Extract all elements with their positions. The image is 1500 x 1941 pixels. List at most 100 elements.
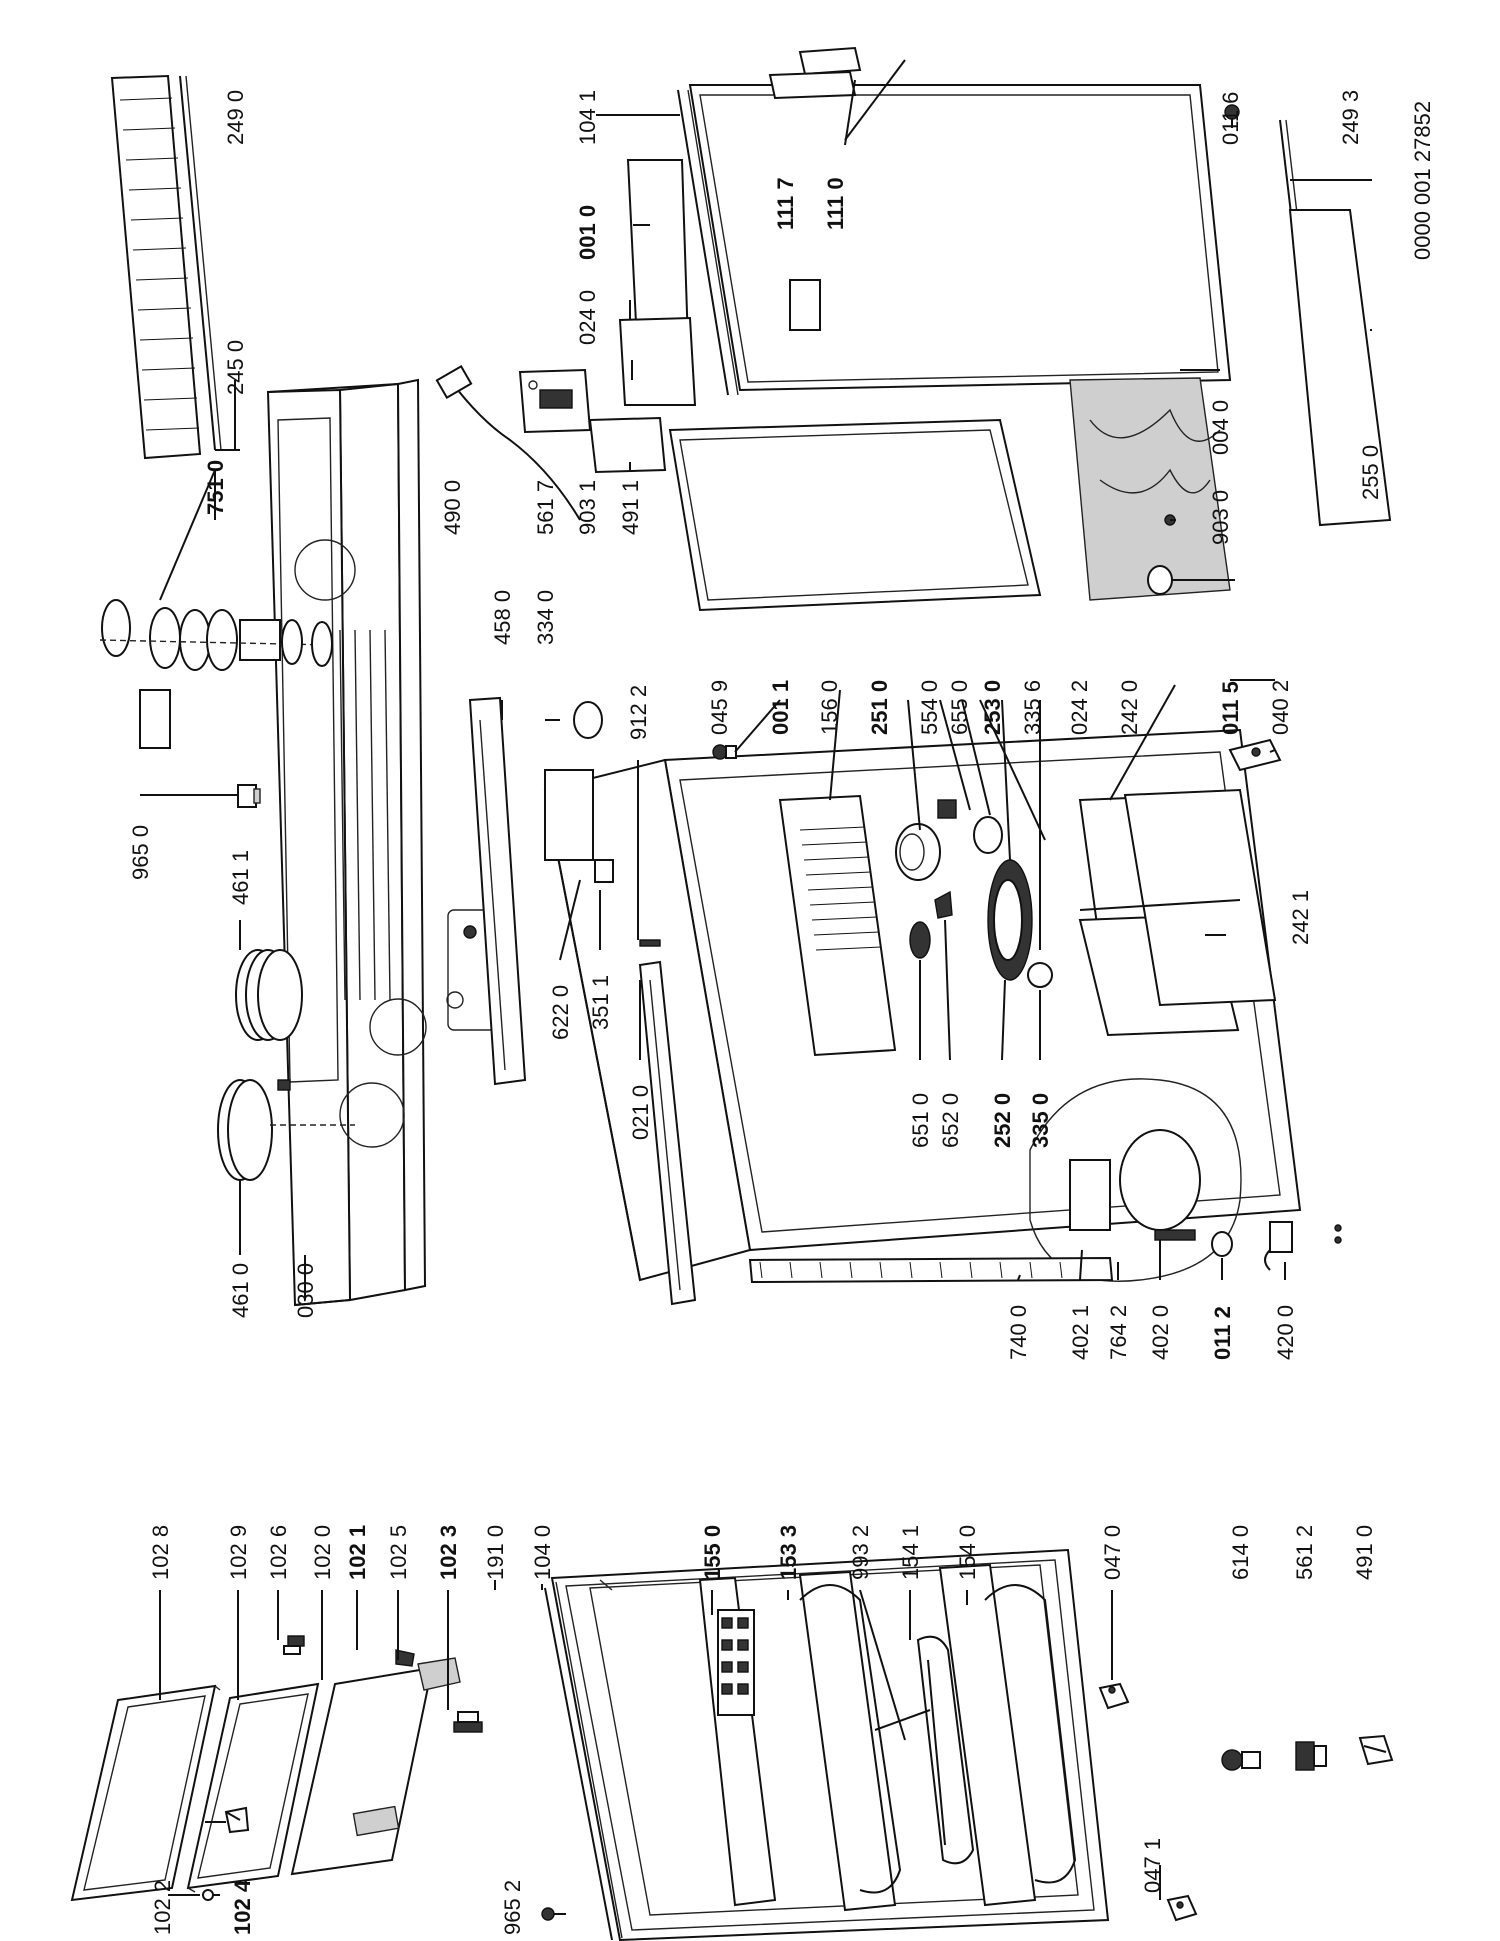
label-1024: 102 4 bbox=[230, 1879, 255, 1935]
label-0459: 045 9 bbox=[707, 680, 732, 735]
label-6520: 652 0 bbox=[938, 1093, 963, 1148]
condenser-7400 bbox=[748, 1256, 1114, 1284]
label-0242: 024 2 bbox=[1067, 680, 1092, 735]
hotplate-knob-4610 bbox=[217, 1079, 291, 1181]
hinge-bracket-0240 bbox=[618, 159, 697, 406]
part-3350 bbox=[1027, 962, 1053, 988]
worktop-hob-030 bbox=[266, 378, 499, 1307]
label-4020: 402 0 bbox=[1148, 1305, 1173, 1360]
door-gasket-frame bbox=[70, 1684, 221, 1902]
cover-4911 bbox=[588, 416, 667, 474]
label-1025: 102 5 bbox=[386, 1525, 411, 1580]
label-0470: 047 0 bbox=[1100, 1525, 1125, 1580]
label-9650: 965 0 bbox=[128, 825, 153, 880]
label-6140: 614 0 bbox=[1228, 1525, 1253, 1580]
handle-bar-0210 bbox=[638, 960, 697, 1306]
freezer-door-panel bbox=[290, 1666, 434, 1876]
label-4580: 458 0 bbox=[490, 590, 515, 645]
thermostat-control-3340 bbox=[544, 701, 603, 861]
hinge-clip-1026 bbox=[283, 1635, 305, 1655]
label-0112: 011 2 bbox=[1210, 1306, 1235, 1360]
label-1560: 156 0 bbox=[817, 680, 842, 735]
thermostat-6220 bbox=[594, 859, 614, 883]
catch-1021 bbox=[395, 1649, 415, 1667]
plug-0459 bbox=[712, 744, 737, 760]
foot-0471 bbox=[1166, 1894, 1198, 1922]
label-1041: 104 1 bbox=[575, 90, 600, 145]
label-1040: 104 0 bbox=[530, 1525, 555, 1580]
label-1029: 102 9 bbox=[226, 1525, 251, 1580]
relay-5612 bbox=[1295, 1741, 1327, 1771]
cabinet-shell-0011 bbox=[668, 418, 1042, 612]
label-5617: 561 7 bbox=[533, 480, 558, 535]
label-3511: 351 1 bbox=[588, 975, 613, 1030]
label-6550: 655 0 bbox=[947, 680, 972, 735]
label-plate-1025 bbox=[417, 1657, 461, 1691]
label-2421: 242 1 bbox=[1288, 890, 1313, 945]
thermostat-housing-2520 bbox=[987, 859, 1033, 981]
lamp-6550 bbox=[973, 816, 1003, 854]
knob-2510 bbox=[895, 823, 941, 881]
label-4021: 402 1 bbox=[1068, 1305, 1093, 1360]
capacitor-4200 bbox=[1264, 1221, 1293, 1271]
latch-1023 bbox=[453, 1711, 483, 1733]
part-6510 bbox=[909, 921, 931, 959]
label-9122: 912 2 bbox=[626, 685, 651, 740]
part-labels: 102 8 102 9 102 6 102 0 102 1 102 5 102 … bbox=[128, 90, 1435, 1935]
label-1910: 191 0 bbox=[483, 1525, 508, 1580]
label-1026: 102 6 bbox=[266, 1525, 291, 1580]
label-9031: 903 1 bbox=[575, 480, 600, 535]
evaporator-1560 bbox=[778, 794, 897, 1057]
label-9932: 993 2 bbox=[848, 1525, 873, 1580]
label-0300: 030 0 bbox=[293, 1263, 318, 1318]
label-4911: 491 1 bbox=[618, 480, 643, 535]
screw-9652-icon bbox=[541, 1907, 566, 1921]
label-3350: 335 0 bbox=[1028, 1093, 1053, 1148]
label-0402: 040 2 bbox=[1268, 680, 1293, 735]
label-2520: 252 0 bbox=[990, 1093, 1015, 1148]
label-0115: 011 5 bbox=[1218, 681, 1243, 735]
connector-block-5617 bbox=[518, 368, 592, 434]
freezer-door-0010 bbox=[688, 84, 1232, 392]
part-6520 bbox=[934, 890, 953, 919]
label-0240: 024 0 bbox=[575, 290, 600, 345]
label-6220: 622 0 bbox=[548, 985, 573, 1040]
label-4200: 420 0 bbox=[1273, 1305, 1298, 1360]
bracket-1024 bbox=[224, 1806, 250, 1834]
wire-shelf-2450 bbox=[110, 74, 202, 460]
label-4900: 490 0 bbox=[440, 480, 465, 535]
label-6510: 651 0 bbox=[908, 1093, 933, 1148]
label-4610: 461 0 bbox=[228, 1263, 253, 1318]
foot-0115 bbox=[1147, 565, 1173, 595]
shelf-trim-2490 bbox=[179, 75, 216, 451]
main-fridge-door bbox=[544, 1548, 1110, 1941]
hotplate-knob-4611 bbox=[235, 949, 303, 1041]
thermostat-6140 bbox=[1221, 1749, 1261, 1771]
cabinet-body bbox=[543, 728, 1302, 1284]
mains-cable-4900 bbox=[435, 364, 581, 521]
label-4611: 461 1 bbox=[228, 850, 253, 905]
label-1022: 102 2 bbox=[150, 1880, 175, 1935]
label-9652: 965 2 bbox=[500, 1880, 525, 1935]
plug-9650 bbox=[237, 784, 261, 808]
label-0116: 011 6 bbox=[1218, 92, 1243, 145]
label-7642: 764 2 bbox=[1106, 1305, 1131, 1360]
label-0010: 001 0 bbox=[575, 205, 600, 260]
label-2493: 249 3 bbox=[1338, 90, 1363, 145]
insulation-0040 bbox=[1069, 377, 1231, 601]
drip-tray-4580 bbox=[468, 696, 527, 1086]
label-3340: 334 0 bbox=[533, 590, 558, 645]
label-0040: 004 0 bbox=[1208, 400, 1233, 455]
label-2510: 251 0 bbox=[867, 680, 892, 735]
label-5612: 561 2 bbox=[1292, 1525, 1317, 1580]
bracket-1110 bbox=[768, 46, 862, 100]
glass-shelf-2550 bbox=[1288, 209, 1392, 527]
label-1540: 154 0 bbox=[955, 1525, 980, 1580]
label-9030: 903 0 bbox=[1208, 490, 1233, 545]
inner-door-frame bbox=[186, 1682, 320, 1893]
label-3356: 335 6 bbox=[1020, 680, 1045, 735]
label-7510: 751 0 bbox=[203, 460, 228, 515]
handle-1117 bbox=[789, 279, 821, 331]
screw-0116 bbox=[1224, 104, 1240, 128]
